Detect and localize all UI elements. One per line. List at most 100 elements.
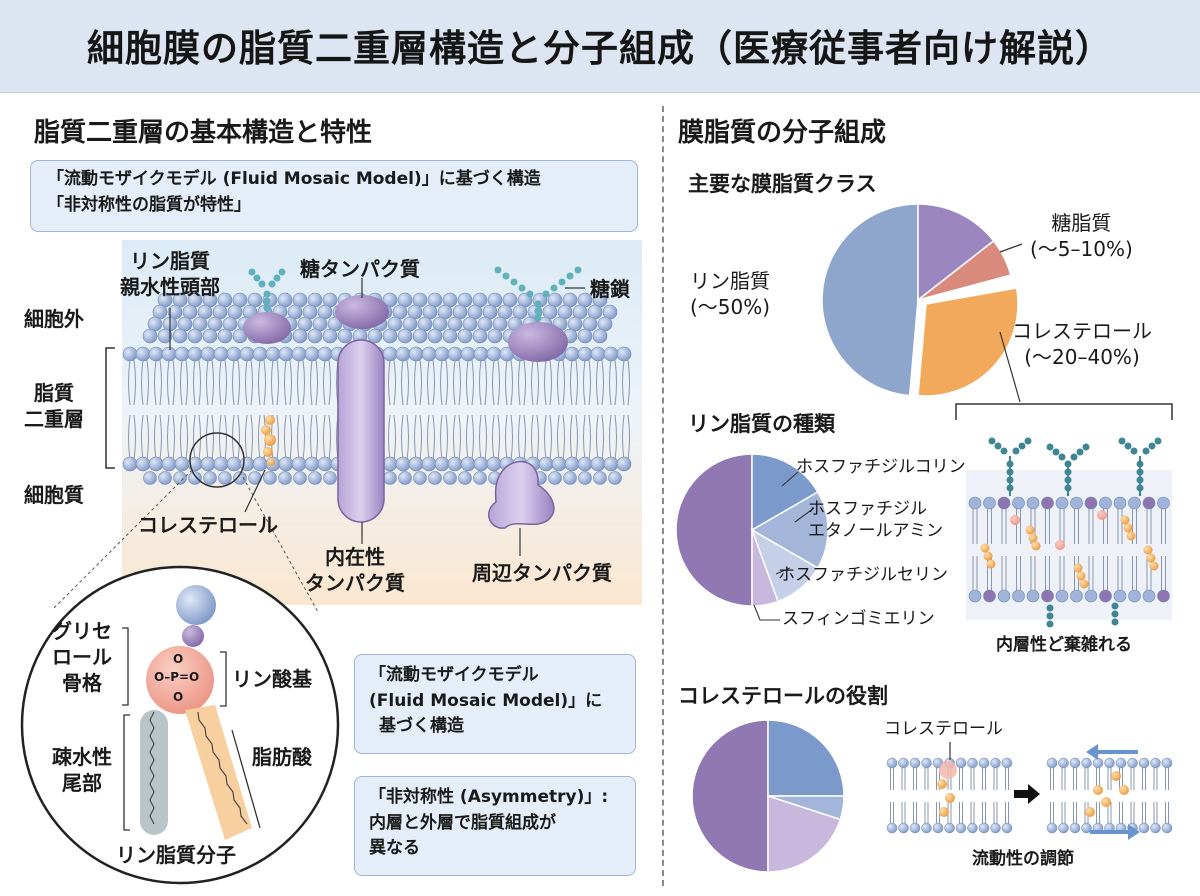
role-cholesterol-label: コレステロール bbox=[884, 719, 1003, 739]
pie-slice-glycolipid-pink bbox=[917, 239, 1012, 301]
integral-protein bbox=[337, 339, 385, 523]
fluidity-label: 流動性の調節 bbox=[972, 849, 1074, 869]
asymmetric-membrane bbox=[966, 437, 1172, 628]
phospholipid-class-label: リン脂質 (～50%) bbox=[690, 268, 770, 320]
phospholipid-type-pie bbox=[675, 453, 829, 607]
glycolipid-class-label: 糖脂質 (～5–10%) bbox=[1030, 210, 1133, 262]
role-slice-main bbox=[691, 719, 769, 873]
glycerol-bracket bbox=[122, 627, 129, 706]
classes-subheading: 主要な膜脂質クラス bbox=[688, 172, 877, 196]
molecule-head bbox=[176, 585, 216, 625]
integral-protein-label: 内在性 タンパク質 bbox=[305, 544, 405, 596]
pe-label-line2: エタノールアミン bbox=[808, 521, 944, 542]
head-label: リン脂質 親水性頭部 bbox=[120, 248, 220, 300]
pc-label: ホスファチジルコリン bbox=[796, 457, 966, 477]
oxygen-top: O bbox=[173, 652, 184, 666]
head-label-line2: 親水性頭部 bbox=[120, 275, 220, 299]
tail-line1: 疎水性 bbox=[52, 745, 112, 769]
right-section-heading: 膜脂質の分子組成 bbox=[678, 118, 887, 148]
role-slice-blue bbox=[767, 719, 845, 797]
molecule-tail-left bbox=[140, 710, 168, 835]
phospholipid-class-name: リン脂質 bbox=[690, 269, 771, 293]
arrow-right-icon bbox=[1014, 784, 1040, 804]
molecule-linker bbox=[182, 625, 204, 647]
phosphate-bracket bbox=[220, 651, 227, 707]
cholesterol-class-pct: (～20–40%) bbox=[1024, 345, 1140, 369]
section-divider bbox=[662, 106, 664, 886]
cholesterol-role-pie bbox=[691, 719, 845, 873]
cholesterol-leader bbox=[244, 469, 266, 513]
lipid-class-pie bbox=[821, 203, 1019, 397]
membrane-cholesterol bbox=[261, 415, 276, 466]
molecule-tail-right bbox=[185, 705, 252, 840]
arrow-left-icon bbox=[1086, 744, 1138, 760]
integral-label-line1: 内在性 bbox=[325, 545, 385, 569]
oxygen-bottom: O bbox=[173, 690, 184, 704]
cholesterol-class-label: コレステロール (～20–40%) bbox=[1012, 318, 1152, 370]
model-summary-line1: 「流動モザイクモデル (Fluid Mosaic Model)」に基づく構造 bbox=[47, 169, 541, 189]
phosphate-group-text: O–P=O bbox=[154, 670, 200, 684]
title-bar: 細胞膜の脂質二重層構造と分子組成（医療従事者向け解説） bbox=[0, 0, 1200, 93]
pie-slice-cholesterol bbox=[917, 287, 1019, 397]
glycerol-line3: 骨格 bbox=[62, 671, 102, 695]
peripheral-protein bbox=[487, 460, 555, 529]
asym-box-line3: 異なる bbox=[369, 838, 420, 858]
fatty-acid-label: 脂肪酸 bbox=[252, 745, 312, 769]
inner-leaflet-label: 内層性ど棄雑れる bbox=[996, 635, 1132, 655]
page-title: 細胞膜の脂質二重層構造と分子組成（医療従事者向け解説） bbox=[87, 27, 1113, 70]
glycerol-label: グリセ ロール 骨格 bbox=[52, 618, 112, 696]
tail-label: 疎水性 尾部 bbox=[52, 744, 112, 796]
zoom-callout-circle bbox=[189, 432, 245, 488]
asymmetry-box: 「非対称性 (Asymmetry)」: 内層と外層で脂質組成が 異なる bbox=[354, 776, 636, 876]
role-subheading: コレステロールの役割 bbox=[678, 684, 888, 708]
head-label-line1: リン脂質 bbox=[130, 249, 210, 273]
bilayer-bracket bbox=[105, 347, 115, 469]
fluid-box-line3: 基づく構造 bbox=[379, 716, 464, 736]
peripheral-protein-label: 周辺タンパク質 bbox=[472, 561, 612, 585]
phospholipid-class-pct: (～50%) bbox=[690, 295, 771, 319]
type-leaders bbox=[753, 471, 815, 621]
glycolipid-class-name: 糖脂質 bbox=[1051, 211, 1112, 235]
glycerol-line1: グリセ bbox=[52, 619, 112, 643]
glycan-chains bbox=[248, 266, 582, 322]
glycolipid-class-pct: (～5–10%) bbox=[1030, 237, 1133, 261]
arrow-right-blue-icon bbox=[1090, 824, 1140, 840]
asym-box-line2: 内層と外層で脂質組成が bbox=[369, 812, 556, 833]
fatty-acid-line bbox=[231, 729, 261, 829]
extracellular-label: 細胞外 bbox=[24, 307, 84, 331]
ps-label: ホスファチジルセリン bbox=[778, 565, 948, 585]
type-slice-sm bbox=[751, 529, 779, 607]
tail-bracket bbox=[123, 714, 130, 831]
fluid-box-line2: (Fluid Mosaic Model)」に bbox=[369, 690, 603, 711]
glycoprotein-right bbox=[508, 322, 568, 362]
integral-label-line2: タンパク質 bbox=[305, 571, 405, 595]
molecule-phosphate bbox=[146, 646, 214, 714]
cytoplasm-label: 細胞質 bbox=[24, 483, 84, 507]
bilayer-label-line1: 脂質 bbox=[34, 381, 74, 405]
glycoprotein-left bbox=[243, 312, 291, 344]
glycerol-line2: ロール bbox=[52, 645, 112, 669]
model-summary-line2: 「非対称性の脂質が特性」 bbox=[47, 194, 251, 215]
pie-slice-glycolipid bbox=[917, 203, 995, 302]
chol-pie-leader bbox=[999, 331, 1021, 403]
types-subheading: リン脂質の種類 bbox=[688, 412, 835, 436]
asym-box-line1: 「非対称性 (Asymmetry)」: bbox=[369, 787, 609, 807]
glycan-label: 糖鎖 bbox=[590, 277, 630, 301]
zoom-line-left bbox=[51, 469, 193, 611]
role-slice-lavender bbox=[767, 794, 842, 873]
bilayer-label-line2: 二重層 bbox=[24, 407, 84, 431]
tail-line2: 尾部 bbox=[62, 771, 102, 795]
membrane-bracket bbox=[955, 403, 1173, 420]
type-slice-pc bbox=[751, 453, 819, 532]
glyco-pie-leader bbox=[999, 243, 1023, 253]
pe-label-line1: ホスファチジル bbox=[808, 499, 927, 519]
molecule-circle bbox=[20, 565, 340, 885]
tail-chains bbox=[149, 711, 248, 825]
cholesterol-label: コレステロール bbox=[138, 513, 278, 537]
model-summary-box: 「流動モザイクモデル (Fluid Mosaic Model)」に基づく構造 「… bbox=[30, 160, 638, 232]
fluid-mosaic-box: 「流動モザイクモデル (Fluid Mosaic Model)」に 基づく構造 bbox=[354, 654, 636, 754]
glycoprotein-label: 糖タンパク質 bbox=[300, 257, 420, 281]
type-slice-pe bbox=[750, 490, 829, 570]
type-slice-main bbox=[675, 453, 753, 607]
fluid-box-line1: 「流動モザイクモデル bbox=[369, 665, 539, 685]
